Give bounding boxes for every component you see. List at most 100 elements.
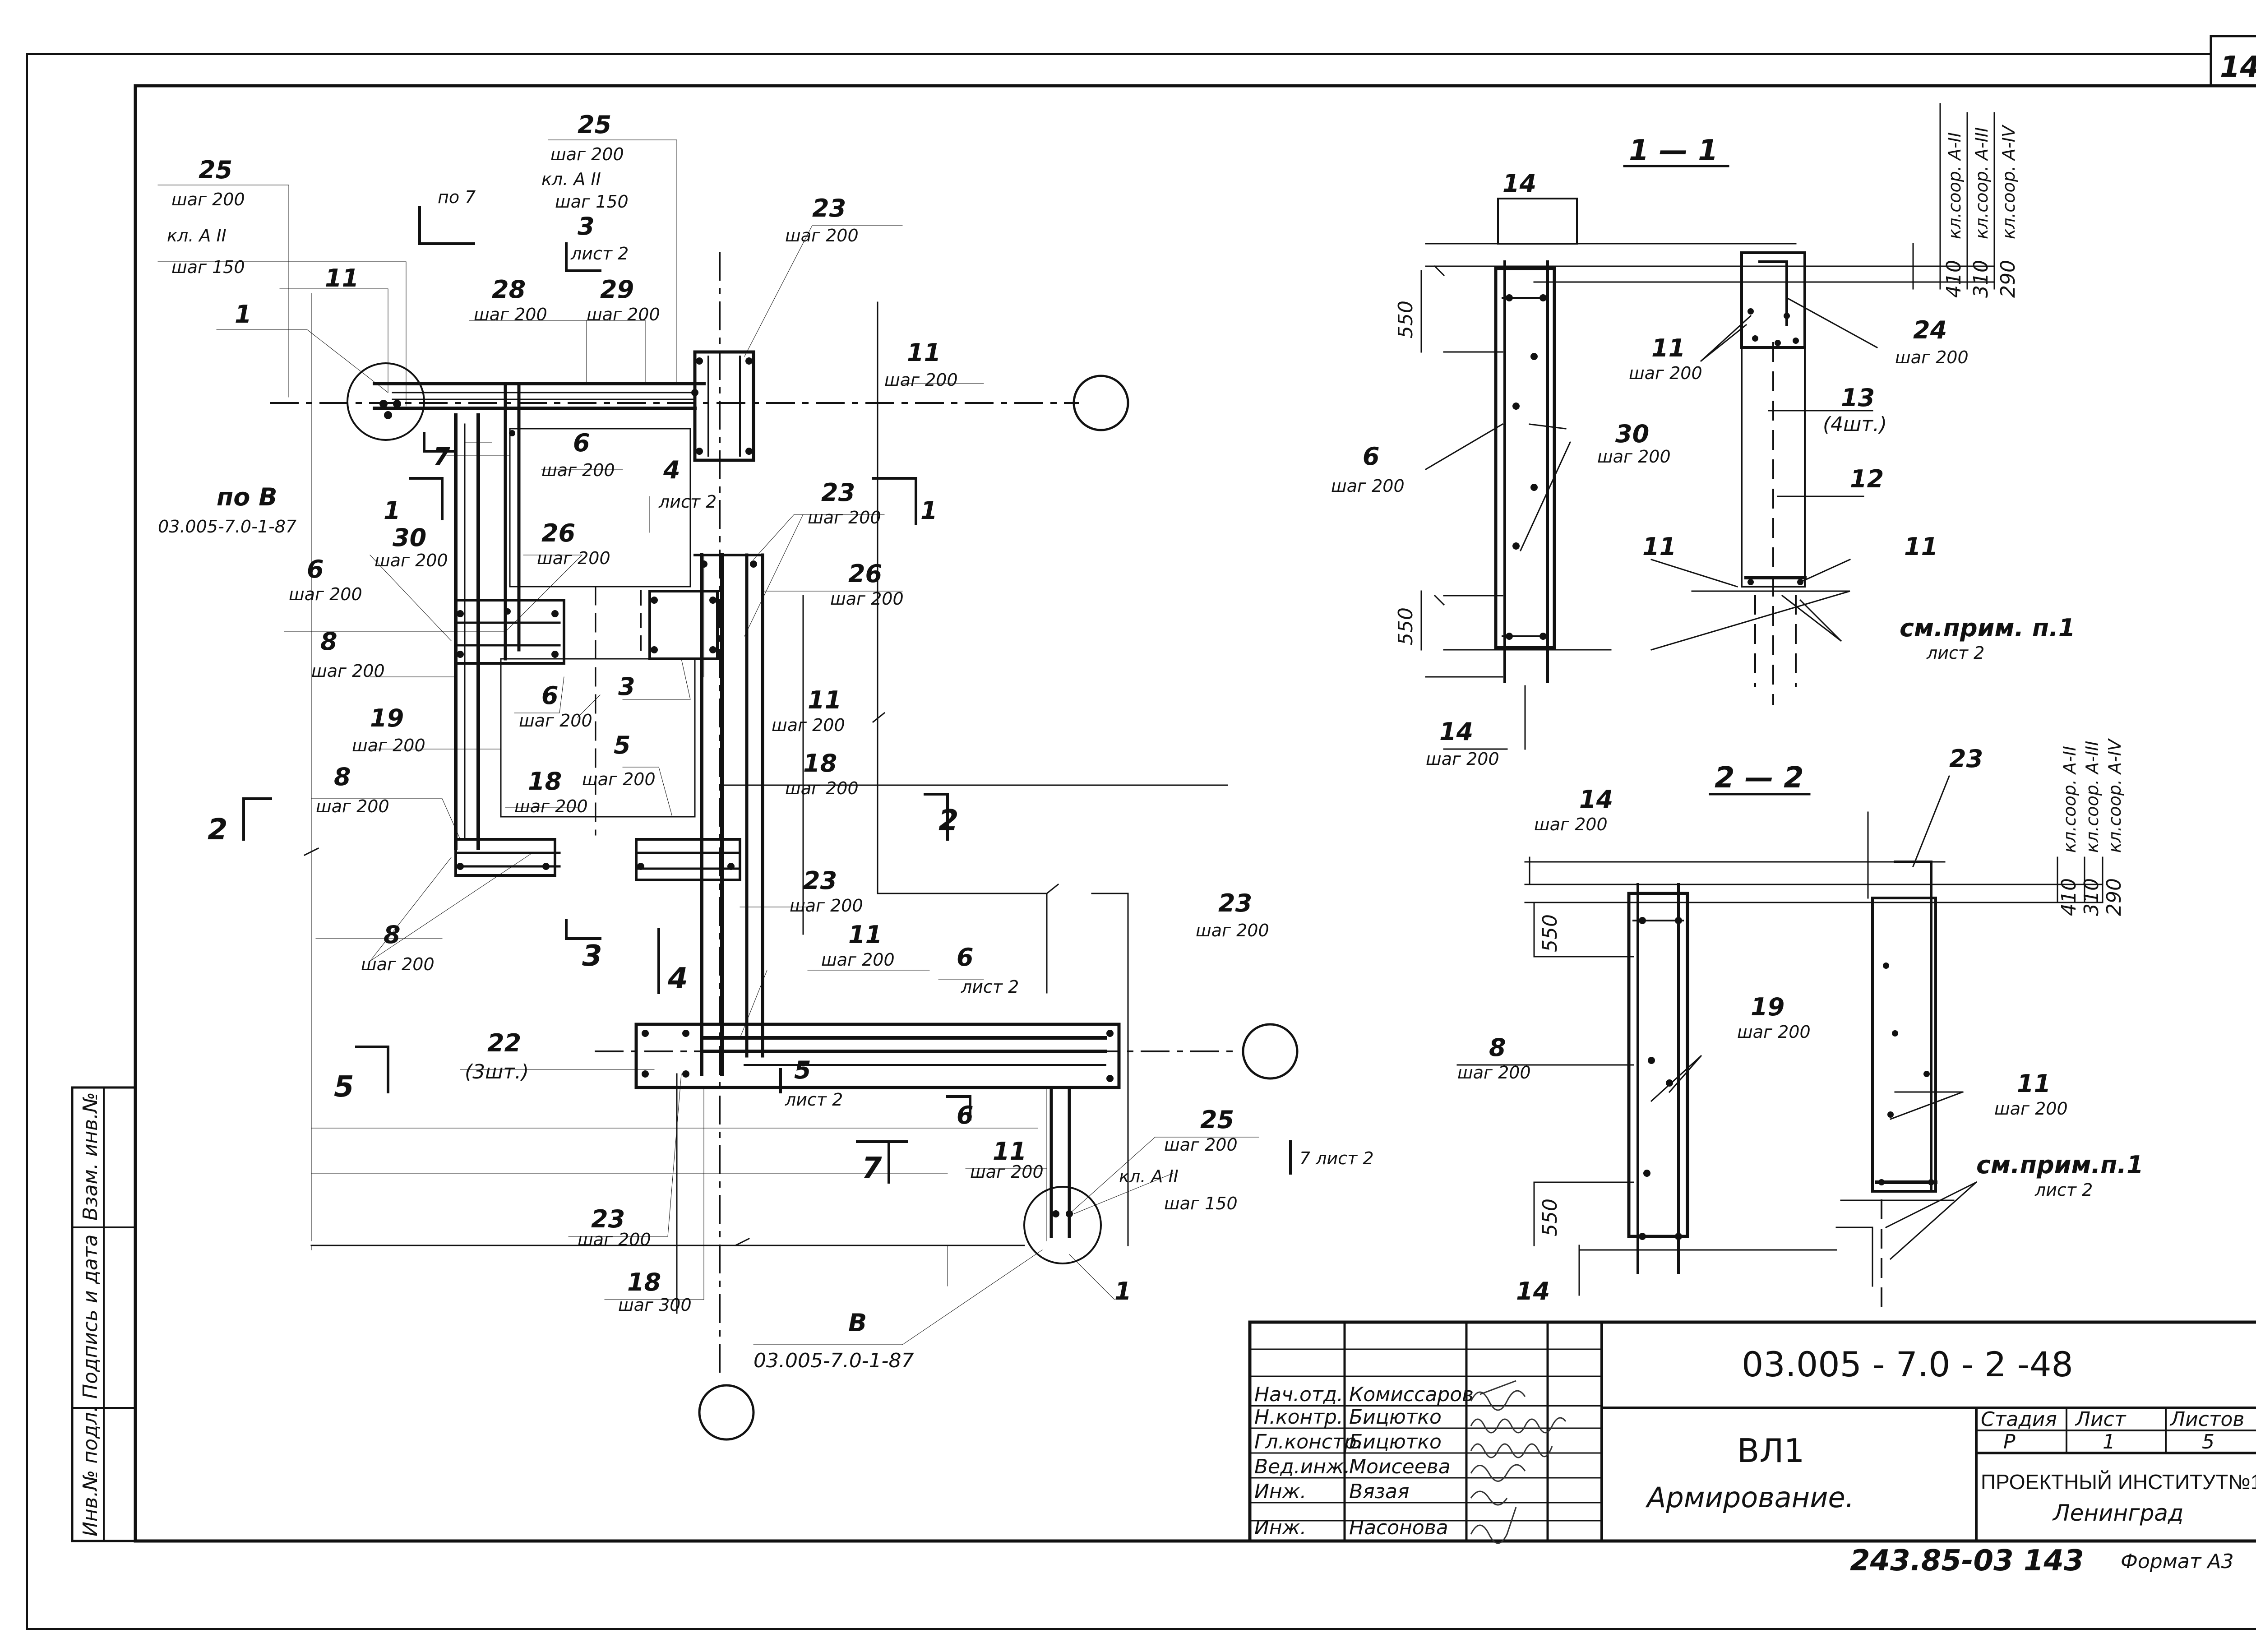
drawing-label: 6 [957, 1101, 974, 1129]
drawing-label: шаг 200 [790, 896, 863, 916]
drawing-label: 7 [862, 1152, 882, 1185]
drawing-label: 23 [821, 478, 855, 507]
drawing-label: кл.соор. А-IV [1999, 124, 2019, 239]
drawing-label: 03.005-7.0-1-87 [754, 1349, 914, 1372]
drawing-label: Вед.инж. [1254, 1455, 1350, 1478]
drawing-label: 23 [803, 866, 837, 895]
drawing-label: шаг 200 [1164, 1135, 1238, 1155]
section-2-2-labels: 2 — 2 14 шаг 200 23 550 550 8 шаг 200 19… [1457, 738, 2144, 1305]
drawing-label: 1 [235, 300, 252, 329]
drawing-label: 8 [334, 763, 351, 791]
drawing-label: 1 [1114, 1277, 1132, 1305]
drawing-frame [134, 84, 2256, 1543]
drawing-label: 19 [370, 704, 404, 732]
drawing-label: шаг 200 [374, 551, 448, 570]
drawing-label: 8 [1489, 1033, 1506, 1062]
drawing-label: шаг 200 [519, 711, 592, 731]
drawing-label: 24 [1913, 316, 1947, 344]
drawing-label: Моисеева [1349, 1455, 1451, 1478]
element-mark: ВЛ1 [1737, 1432, 1804, 1470]
drawing-label: по 7 [438, 187, 476, 207]
drawing-label: 28 [492, 275, 526, 304]
drawing-label: Инж. [1254, 1516, 1306, 1539]
drawing-label: 11 [325, 264, 359, 292]
drawing-label: кл.соор. А-II [1945, 132, 1965, 239]
drawing-label: 23 [1218, 889, 1252, 917]
node-circle-1 [347, 362, 425, 441]
drawing-label: см.прим. п.1 [1900, 614, 2075, 642]
drawing-label: 3 [618, 672, 635, 701]
drawing-label: шаг 150 [171, 257, 245, 277]
section-2-2 [1456, 775, 2103, 1310]
drawing-label: кл. А II [541, 169, 601, 189]
drawing-label: шаг 200 [541, 460, 615, 480]
drawing-label: 25 [199, 156, 232, 184]
drawing-label: 14 [1516, 1277, 1550, 1305]
drawing-label: 6 [541, 681, 559, 710]
axis-marker [1073, 375, 1129, 431]
axis-marker [698, 1384, 755, 1441]
drawing-label: 5 [794, 1056, 811, 1084]
drawing-label: 3 [578, 212, 595, 241]
drawing-label: 5 [614, 731, 631, 759]
stamp-inv-podl: Инв.№ подл. [79, 1406, 102, 1536]
drawing-label: 26 [541, 519, 575, 547]
organization: ПРОЕКТНЫЙ ИНСТИТУТ№1 [1981, 1470, 2256, 1494]
drawing-label: 11 [907, 338, 941, 367]
title-block-text: 03.005 - 7.0 - 2 -48 ВЛ1 Армирование. Ст… [1254, 1344, 2256, 1539]
drawing-label: шаг 200 [1597, 447, 1671, 467]
page-number-box [2210, 35, 2256, 87]
drawing-label: шаг 200 [1457, 1063, 1531, 1083]
section-1-1 [1420, 103, 1995, 750]
drawing-label: 11 [1904, 532, 1938, 561]
drawing-label: 14 [1502, 169, 1536, 198]
drawing-label: 29 [600, 275, 634, 304]
drawing-label: Инж. [1254, 1480, 1306, 1503]
drawing-label: шаг 200 [1994, 1099, 2068, 1119]
drawing-label: шаг 300 [618, 1295, 692, 1315]
drawing-label: 310 [1969, 260, 1992, 298]
drawing-label: 5 [2202, 1430, 2214, 1453]
drawing-label: 4 [667, 962, 688, 995]
plan-labels: 25 шаг 200 кл. А II шаг 150 11 1 25 шаг … [158, 111, 1374, 1372]
drawing-label: 290 [2103, 878, 2126, 916]
drawing-label: шаг 200 [785, 778, 859, 798]
drawing-label: 410 [1942, 260, 1965, 298]
drawing-label: шаг 200 [474, 305, 547, 324]
drawing-label: 26 [848, 560, 882, 588]
signatures [1470, 1380, 1567, 1544]
drawing-label: шаг 200 [1629, 363, 1702, 383]
drawing-title: Армирование. [1645, 1481, 1854, 1514]
drawing-label: 18 [803, 749, 837, 777]
drawing-label: 550 [1394, 607, 1417, 645]
drawing-label: шаг 200 [1196, 921, 1269, 940]
drawing-label: шаг 200 [1737, 1022, 1811, 1042]
drawing-label: шаг 200 [970, 1162, 1044, 1182]
drawing-label: 2 [208, 813, 228, 847]
stamp-sign-date: Подпись и дата [79, 1235, 102, 1399]
drawing-label: шаг 200 [289, 584, 362, 604]
drawing-label: 8 [320, 627, 337, 656]
drawing-label: кл. А II [1119, 1166, 1179, 1186]
drawing-label: кл.соор. А-III [2082, 741, 2102, 853]
section-1-1-title: 1 — 1 [1629, 134, 1718, 167]
drawing-label: 5 [334, 1070, 354, 1104]
node-circle-2 [1023, 1186, 1102, 1264]
axis-marker [1242, 1023, 1299, 1080]
drawing-label: 6 [573, 429, 590, 457]
drawing-label: 23 [591, 1205, 625, 1233]
drawing-label: см.прим.п.1 [1976, 1151, 2144, 1179]
drawing-label: 8 [384, 921, 401, 949]
drawing-label: 23 [812, 194, 846, 222]
drawing-label: лист 2 [570, 244, 629, 264]
drawing-label: 1 [384, 496, 401, 525]
drawing-label: 550 [1539, 1199, 1562, 1236]
drawing-label: шаг 200 [1534, 814, 1608, 834]
drawing-label: лист 2 [2034, 1180, 2093, 1200]
drawing-label: 25 [1200, 1106, 1234, 1134]
drawing-label: 7 [433, 442, 450, 471]
drawing-label: 14 [1439, 717, 1473, 746]
city: Ленинград [2052, 1500, 2183, 1526]
drawing-label: 12 [1850, 465, 1884, 493]
